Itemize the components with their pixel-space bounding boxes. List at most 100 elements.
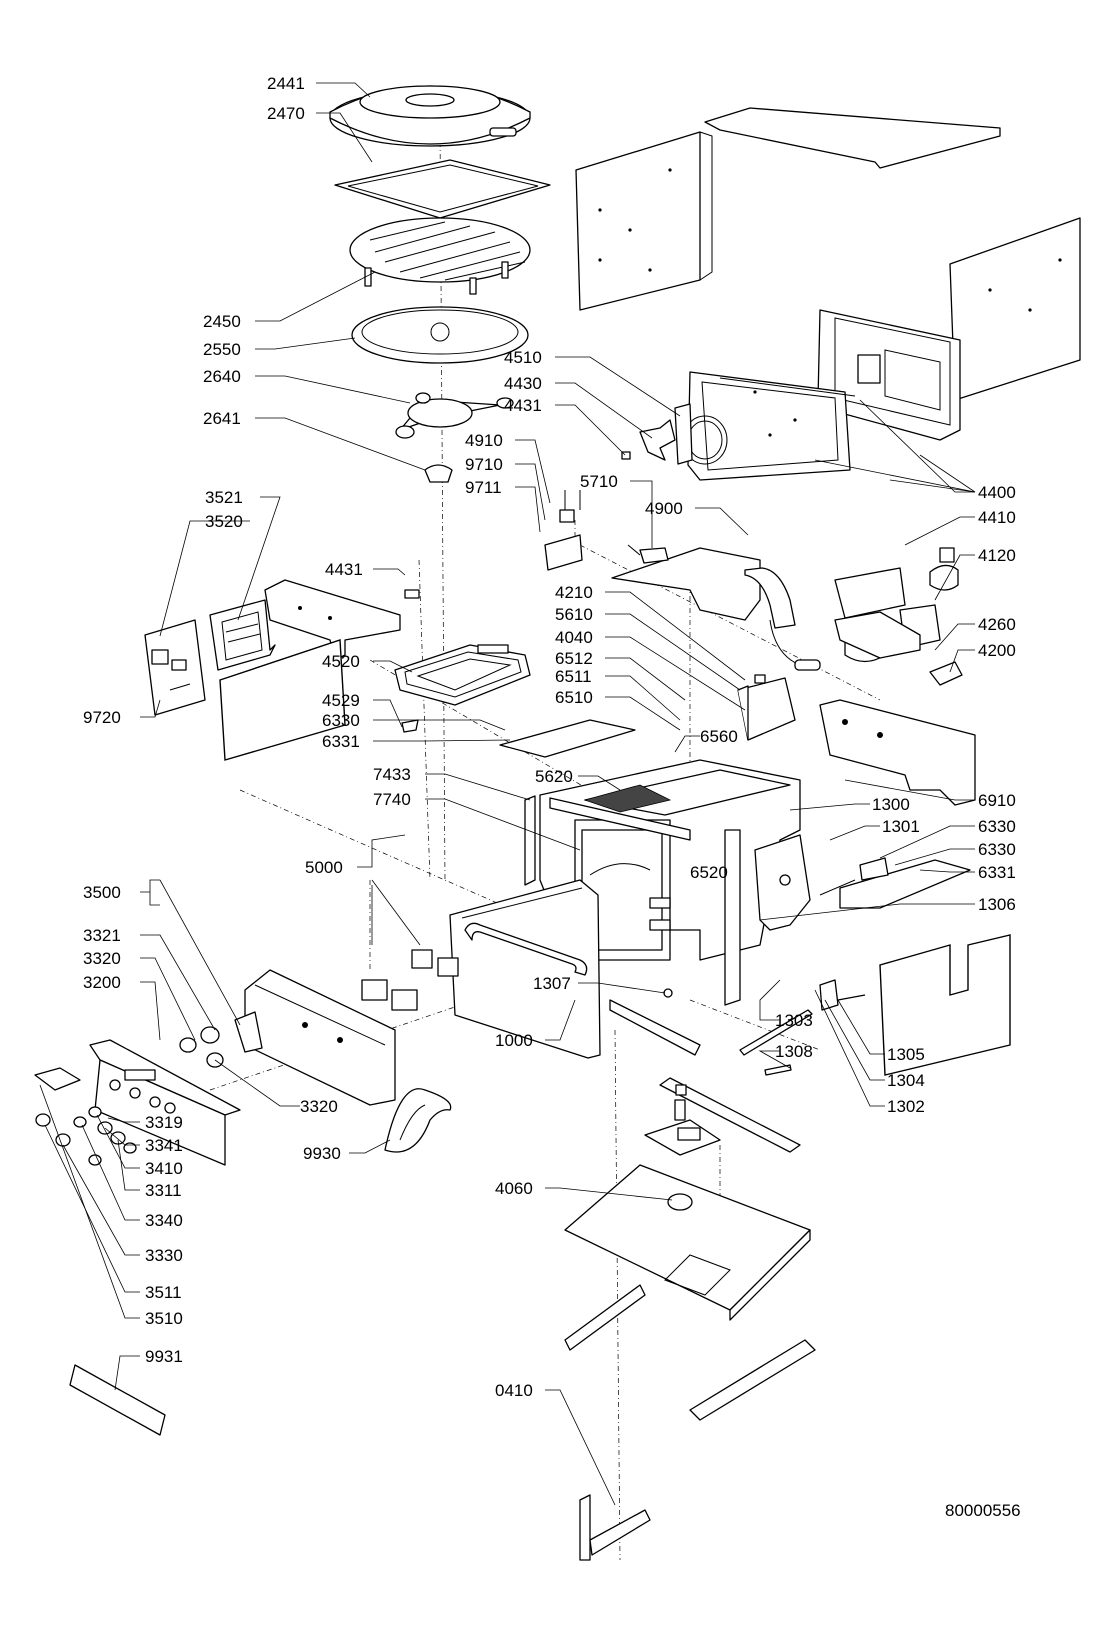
grill-rack-2450 <box>349 217 531 295</box>
label-6560: 6560 <box>700 727 738 746</box>
label-3321: 3321 <box>83 926 121 945</box>
label-3511: 3511 <box>145 1283 182 1302</box>
label-4529: 4529 <box>322 691 360 710</box>
label-3320-a: 3320 <box>83 949 121 968</box>
label-3320-b: 3320 <box>300 1097 338 1116</box>
label-4431-mid: 4431 <box>325 560 363 579</box>
label-1307: 1307 <box>533 974 571 993</box>
label-0410: 0410 <box>495 1381 533 1400</box>
label-1304: 1304 <box>887 1071 925 1090</box>
label-6330-left: 6330 <box>322 711 360 730</box>
label-1302: 1302 <box>887 1097 925 1116</box>
label-1308: 1308 <box>775 1042 813 1061</box>
label-9710: 9710 <box>465 455 503 474</box>
insulation-right <box>879 934 1011 1076</box>
label-3521: 3521 <box>205 488 243 507</box>
label-1300: 1300 <box>872 795 910 814</box>
label-6512: 6512 <box>555 649 593 668</box>
label-1306: 1306 <box>978 895 1016 914</box>
knobs <box>35 1106 137 1166</box>
roller-ring-2640 <box>395 392 514 439</box>
diode-4260 <box>929 661 963 686</box>
label-9720: 9720 <box>83 708 121 727</box>
switch-3500 <box>234 1011 263 1053</box>
label-4400: 4400 <box>978 483 1016 502</box>
interlock-plate-4900 <box>744 567 821 671</box>
leader-lines <box>39 82 976 1506</box>
label-6511: 6511 <box>555 667 592 686</box>
label-3500: 3500 <box>83 883 121 902</box>
capacitor-4120 <box>834 604 941 663</box>
cabinet-side-front <box>724 829 811 1006</box>
label-4060: 4060 <box>495 1179 533 1198</box>
rod-1303 <box>739 1009 813 1056</box>
label-3319: 3319 <box>145 1113 183 1132</box>
label-1303: 1303 <box>775 1011 813 1030</box>
bottom-rail <box>659 1077 801 1153</box>
strip-9931 <box>69 1364 166 1436</box>
label-4431-top: 4431 <box>504 396 542 415</box>
base-plate-4200 <box>819 699 976 806</box>
coupler-2641 <box>424 464 453 483</box>
label-6330-right-b: 6330 <box>978 840 1016 859</box>
glass-turntable-2550 <box>351 306 529 364</box>
label-5620: 5620 <box>535 767 573 786</box>
label-2640: 2640 <box>203 367 241 386</box>
label-7433: 7433 <box>373 765 411 784</box>
hinge-1304 <box>819 979 866 1011</box>
transformer-4410 <box>834 547 959 619</box>
label-7740: 7740 <box>373 790 411 809</box>
label-5610: 5610 <box>555 605 593 624</box>
grill-element-4520 <box>394 644 531 706</box>
label-4210: 4210 <box>555 583 593 602</box>
label-6330-right-a: 6330 <box>978 817 1016 836</box>
insulation-left <box>219 639 346 761</box>
label-9711: 9711 <box>465 478 502 497</box>
label-4520: 4520 <box>322 652 360 671</box>
label-4040: 4040 <box>555 628 593 647</box>
clip-4529 <box>401 719 419 733</box>
label-4510: 4510 <box>504 348 542 367</box>
label-6510: 6510 <box>555 688 593 707</box>
door-rail-1307 <box>609 988 701 1056</box>
label-2470: 2470 <box>267 104 305 123</box>
fan-motor-5710 <box>627 544 669 564</box>
magnetron-4040 <box>737 674 796 741</box>
label-4900: 4900 <box>645 499 683 518</box>
label-4200: 4200 <box>978 641 1016 660</box>
label-3520: 3520 <box>205 512 243 531</box>
base-plate <box>564 1164 811 1321</box>
label-6331-right: 6331 <box>978 863 1016 882</box>
label-2641: 2641 <box>203 409 241 428</box>
label-1305: 1305 <box>887 1045 925 1064</box>
support-rail-4431 <box>264 579 420 661</box>
label-3200: 3200 <box>83 973 121 992</box>
label-3330: 3330 <box>145 1246 183 1265</box>
label-4410: 4410 <box>978 508 1016 527</box>
stand-9930 <box>384 1088 452 1153</box>
label-3410: 3410 <box>145 1159 183 1178</box>
door-1000 <box>449 879 601 1059</box>
part-labels: 2441 2470 2450 2550 2640 2641 4510 4430 … <box>83 74 1021 1520</box>
label-9931: 9931 <box>145 1347 183 1366</box>
trim-strip-7433 <box>499 719 691 886</box>
label-2450: 2450 <box>203 312 241 331</box>
label-3341: 3341 <box>145 1136 183 1155</box>
label-5000: 5000 <box>305 858 343 877</box>
casing-top <box>704 107 1001 169</box>
label-6520: 6520 <box>690 863 728 882</box>
switch-assembly-6330 <box>819 857 971 909</box>
label-5710: 5710 <box>580 472 618 491</box>
label-1000: 1000 <box>495 1031 533 1050</box>
casing-right-side <box>949 217 1081 401</box>
bracket-3521 <box>209 599 276 671</box>
convection-element-4510 <box>674 403 728 465</box>
label-4430: 4430 <box>504 374 542 393</box>
label-3340: 3340 <box>145 1211 183 1230</box>
motor-mount-4060 <box>644 1084 721 1211</box>
label-6331-left: 6331 <box>322 732 360 751</box>
pin-1308 <box>764 1064 792 1076</box>
label-1301: 1301 <box>882 817 920 836</box>
label-3311: 3311 <box>145 1181 182 1200</box>
